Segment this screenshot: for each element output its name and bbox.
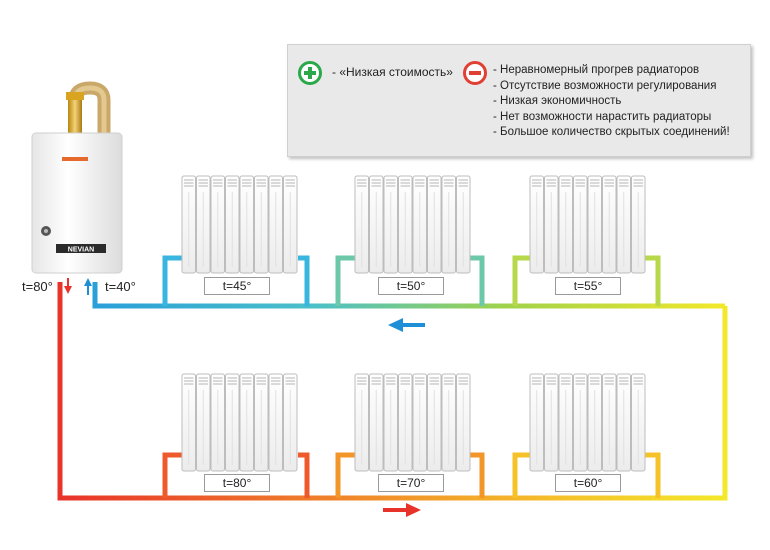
radiator (181, 175, 298, 274)
radiator (354, 373, 471, 472)
supply-flow-arrow (383, 503, 421, 517)
radiator-temp-label: t=80° (204, 474, 270, 492)
minus-icon (463, 61, 487, 85)
cons-list: - Неравномерный прогрев радиаторов - Отс… (493, 63, 730, 141)
radiator (529, 373, 646, 472)
radiator (181, 373, 298, 472)
cons-item: - Большое количество скрытых соединений! (493, 126, 730, 138)
cons-item: - Неравномерный прогрев радиаторов (493, 64, 700, 76)
pro-text: - «Низкая стоимость» (332, 65, 453, 79)
top-branch-3 (512, 255, 661, 306)
return-temp-label: t=40° (105, 279, 136, 294)
boiler-supply-arrow (64, 278, 72, 294)
supply-temp-label: t=80° (22, 279, 53, 294)
radiator-temp-label: t=45° (204, 277, 270, 295)
bottom-branch-2 (335, 452, 485, 498)
cons-item: - Отсутствие возможности регулирования (493, 79, 717, 92)
radiator-temp-label: t=60° (555, 474, 621, 492)
bottom-branch-1 (162, 452, 310, 498)
radiator (354, 175, 471, 274)
cons-item: - Нет возможности нарастить радиаторы (493, 110, 712, 123)
boiler-brand: NEVIAN (68, 247, 94, 254)
boiler-return-arrow (84, 278, 92, 295)
cons-item: - Низкая экономичность (493, 95, 622, 107)
radiator-temp-label: t=55° (555, 277, 621, 295)
boiler: NEVIAN (31, 132, 123, 274)
plus-icon (298, 61, 322, 85)
return-flow-arrow (388, 318, 425, 332)
radiator (529, 175, 646, 274)
radiator-temp-label: t=70° (378, 474, 444, 492)
pros-cons-panel: - «Низкая стоимость» - Неравномерный про… (287, 44, 751, 157)
radiator-temp-label: t=50° (378, 277, 444, 295)
top-branch-1 (162, 255, 310, 306)
bottom-branch-3 (512, 452, 661, 498)
flue-pipe (66, 81, 111, 136)
supply-pipe (57, 282, 728, 501)
top-branch-2 (335, 255, 485, 306)
